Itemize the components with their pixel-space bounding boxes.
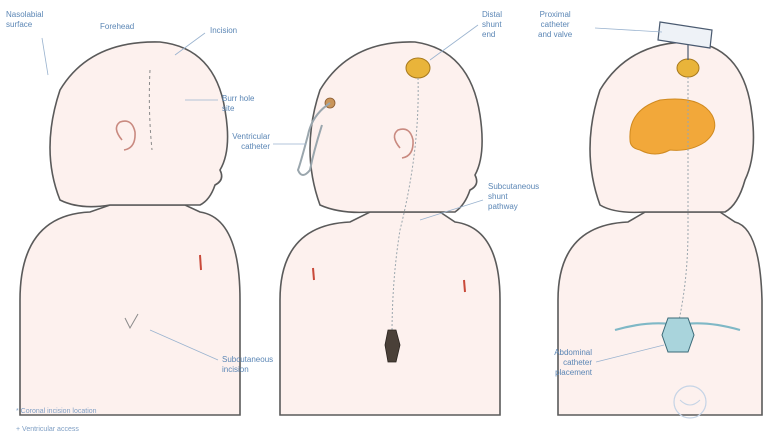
panel-2-shunt-valve [406,58,430,78]
label-distal-shunt-end: Distal shunt end [482,10,502,40]
label-abdominal-catheter-placement: Abdominal catheter placement [526,348,592,378]
panel-3-leader-a [595,28,662,32]
footnote: * Coronal incision location + Ventricula… [16,398,97,443]
diagram-stage: Nasolabial surface Forehead Incision Bur… [0,0,767,423]
panel-2-right-mark [464,280,465,292]
illustration [0,0,767,423]
panel-1-body [20,205,240,415]
panel-3-abdominal-valve [662,318,694,352]
footnote-line-2: + Ventricular access [16,425,97,434]
label-subcutaneous-incision: Subcutaneous incision [222,355,273,375]
panel-1-head [50,42,228,207]
label-subcutaneous-shunt-pathway: Subcutaneous shunt pathway [488,182,539,212]
panel-2-head [310,42,482,212]
panel-2-child [273,25,500,415]
label-burr-hole-site: Burr hole site [222,94,254,114]
label-proximal-catheter-valve: Proximal catheter and valve [538,10,572,40]
label-nasolabial-surface: Nasolabial surface [6,10,43,30]
panel-1-chest-mark [200,255,201,270]
panel-2-left-mark [313,268,314,280]
label-incision: Incision [210,26,237,36]
label-ventricular-catheter: Ventricular catheter [210,132,270,152]
panel-3-body [558,212,762,415]
panel-1-leader-a [42,38,48,75]
panel-2-body [280,212,500,415]
panel-2-leader-a [430,25,478,60]
label-forehead: Forehead [100,22,134,32]
panel-1-child [20,33,240,415]
footnote-line-1: * Coronal incision location [16,407,97,416]
panel-3-valve [677,59,699,77]
